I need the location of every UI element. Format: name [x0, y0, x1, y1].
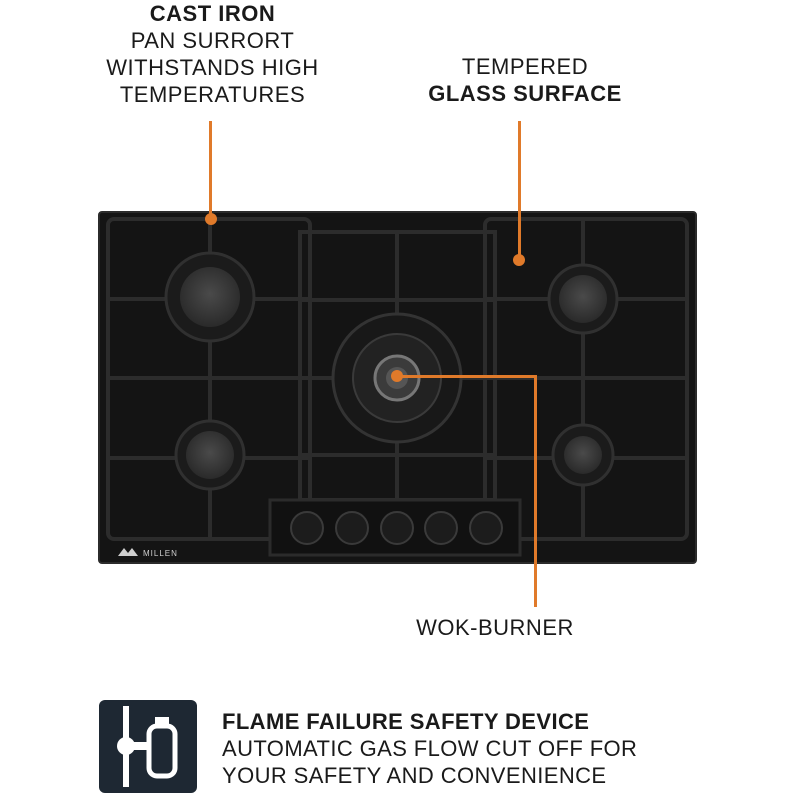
wok-leader-vertical: [534, 375, 537, 607]
knob-3: [380, 511, 414, 545]
knob-5: [469, 511, 503, 545]
safety-line-2: YOUR SAFETY AND CONVENIENCE: [222, 763, 607, 788]
burner-front-left: [164, 251, 256, 343]
brand-name: MILLEN: [143, 549, 178, 558]
safety-badge: [99, 700, 197, 793]
cast-iron-callout: CAST IRON PAN SURRORT WITHSTANDS HIGH TE…: [60, 0, 365, 108]
glass-surface-callout: TEMPERED GLASS SURFACE: [390, 53, 660, 107]
knob-1: [290, 511, 324, 545]
safety-title: FLAME FAILURE SAFETY DEVICE: [222, 709, 590, 734]
cast-iron-dot: [205, 213, 217, 225]
wok-label: WOK-BURNER: [416, 615, 574, 640]
cast-iron-line-3: TEMPERATURES: [119, 82, 306, 107]
brand-logo: MILLEN: [118, 548, 178, 558]
knob-4: [424, 511, 458, 545]
glass-dot: [513, 254, 525, 266]
knob-2: [335, 511, 369, 545]
cast-iron-leader: [209, 121, 212, 218]
glass-leader: [518, 121, 521, 259]
burner-rear-left: [174, 419, 246, 491]
safety-description: FLAME FAILURE SAFETY DEVICE AUTOMATIC GA…: [222, 708, 742, 789]
cast-iron-line-1: PAN SURRORT: [130, 28, 295, 53]
burner-rear-right: [551, 423, 615, 487]
control-knobs: [290, 511, 503, 545]
cast-iron-line-2: WITHSTANDS HIGH: [106, 55, 319, 80]
safety-line-1: AUTOMATIC GAS FLOW CUT OFF FOR: [222, 736, 638, 761]
glass-line-1: TEMPERED: [461, 54, 589, 79]
glass-title: GLASS SURFACE: [428, 81, 622, 106]
cast-iron-title: CAST IRON: [149, 1, 276, 26]
wok-burner-callout: WOK-BURNER: [380, 614, 610, 641]
burner-front-right: [547, 263, 619, 335]
gas-cylinder-valve-icon: [117, 706, 178, 787]
wok-leader-horizontal: [397, 375, 537, 378]
wok-dot: [391, 370, 403, 382]
